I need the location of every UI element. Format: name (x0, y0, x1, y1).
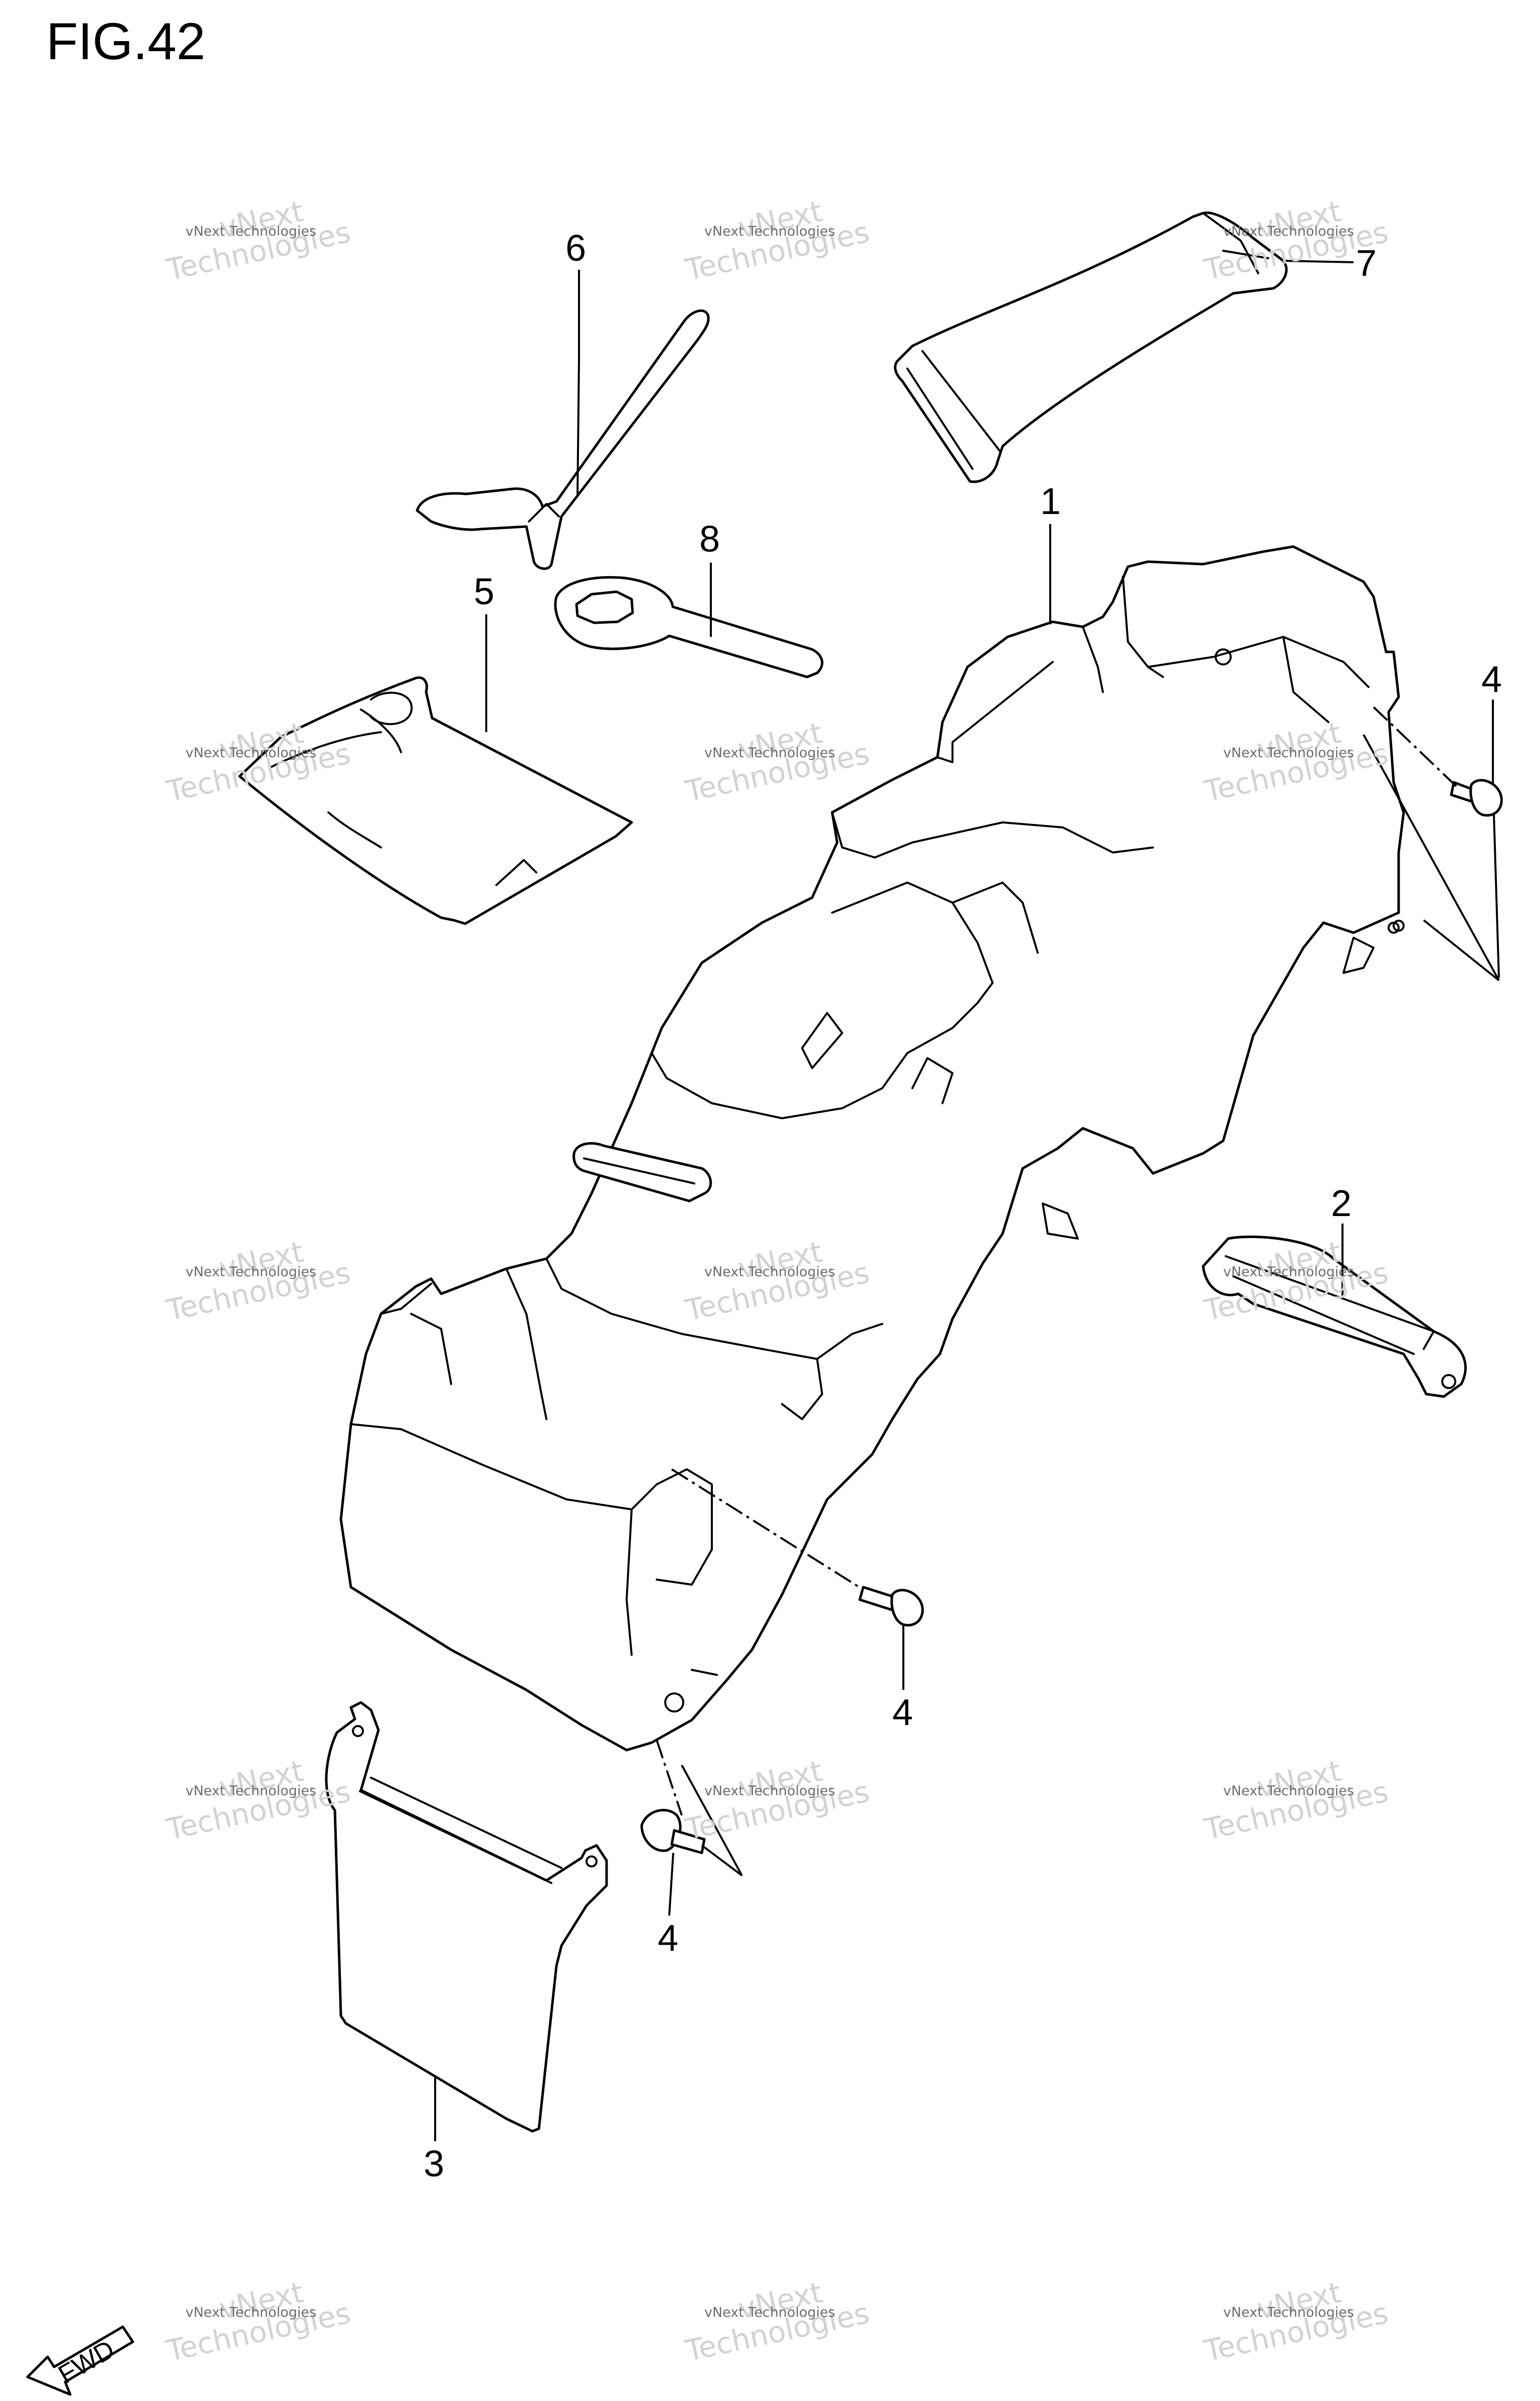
callout-4-bottom: 4 (658, 1917, 678, 1959)
part-7-strap (894, 211, 1288, 483)
svg-text:vNext Technologies: vNext Technologies (1223, 745, 1354, 761)
svg-text:vNext Technologies: vNext Technologies (704, 224, 835, 239)
part-5-tool-bag (238, 676, 633, 925)
bolt-4-bottom (640, 1809, 706, 1854)
watermark: Technologies vNext vNext Technologies (682, 716, 873, 809)
callout-6: 6 (565, 227, 586, 269)
callout-8: 8 (699, 518, 720, 560)
svg-text:vNext Technologies: vNext Technologies (185, 745, 316, 761)
callout-3: 3 (424, 2143, 444, 2184)
svg-text:vNext Technologies: vNext Technologies (704, 1264, 835, 1280)
centerline-bolt-bottom (656, 1740, 683, 1816)
figure-title: FIG.42 (46, 13, 206, 71)
watermark: Technologies vNext vNext Technologies (1201, 1754, 1392, 1847)
svg-text:vNext Technologies: vNext Technologies (704, 2305, 835, 2320)
part-1-rear-fender (339, 545, 1405, 1752)
svg-text:vNext Technologies: vNext Technologies (185, 1783, 316, 1799)
svg-text:vNext Technologies: vNext Technologies (185, 2305, 316, 2320)
callout-4-top: 4 (1481, 658, 1502, 700)
bolt-4-top (1450, 779, 1503, 817)
watermark: Technologies vNext vNext Technologies (1201, 2275, 1392, 2368)
centerline-bolt-mid (671, 1468, 864, 1591)
svg-text:vNext Technologies: vNext Technologies (704, 745, 835, 761)
watermark: Technologies vNext vNext Technologies (163, 2275, 354, 2368)
bolt-4-mid (858, 1586, 924, 1627)
leader-lines (434, 260, 1500, 2141)
watermark: Technologies vNext vNext Technologies (163, 1235, 354, 1328)
watermark: Technologies vNext vNext Technologies (682, 1754, 873, 1847)
watermark: Technologies vNext vNext Technologies (163, 1754, 354, 1847)
part-8-box-wrench (554, 576, 824, 678)
svg-text:vNext Technologies: vNext Technologies (1223, 1264, 1354, 1280)
watermark: Technologies vNext vNext Technologies (1201, 716, 1392, 809)
svg-text:vNext Technologies: vNext Technologies (185, 1264, 316, 1280)
callout-4-mid: 4 (892, 1691, 913, 1733)
callout-labels: 6 7 1 8 5 4 2 4 4 3 (424, 227, 1502, 2184)
svg-text:vNext Technologies: vNext Technologies (1223, 224, 1354, 239)
svg-text:vNext Technologies: vNext Technologies (1223, 2305, 1354, 2320)
fwd-label: FWD (54, 2335, 120, 2389)
callout-7: 7 (1356, 242, 1377, 284)
callout-1: 1 (1040, 480, 1061, 522)
svg-text:vNext Technologies: vNext Technologies (185, 224, 316, 239)
callout-2: 2 (1331, 1182, 1352, 1224)
part-3-mud-flap (325, 1701, 608, 2133)
watermark: Technologies vNext vNext Technologies (163, 194, 354, 287)
part-6-spanner (416, 309, 710, 570)
svg-text:vNext Technologies: vNext Technologies (1223, 1783, 1354, 1799)
watermark: Technologies vNext vNext Technologies (682, 2275, 873, 2368)
svg-text:vNext Technologies: vNext Technologies (704, 1783, 835, 1799)
callout-5: 5 (474, 571, 494, 612)
fwd-arrow: FWD (26, 2325, 134, 2396)
part-2-bracket (1202, 1235, 1467, 1398)
centerline-bolt-top (1373, 706, 1457, 787)
watermark: Technologies vNext vNext Technologies (682, 194, 873, 287)
